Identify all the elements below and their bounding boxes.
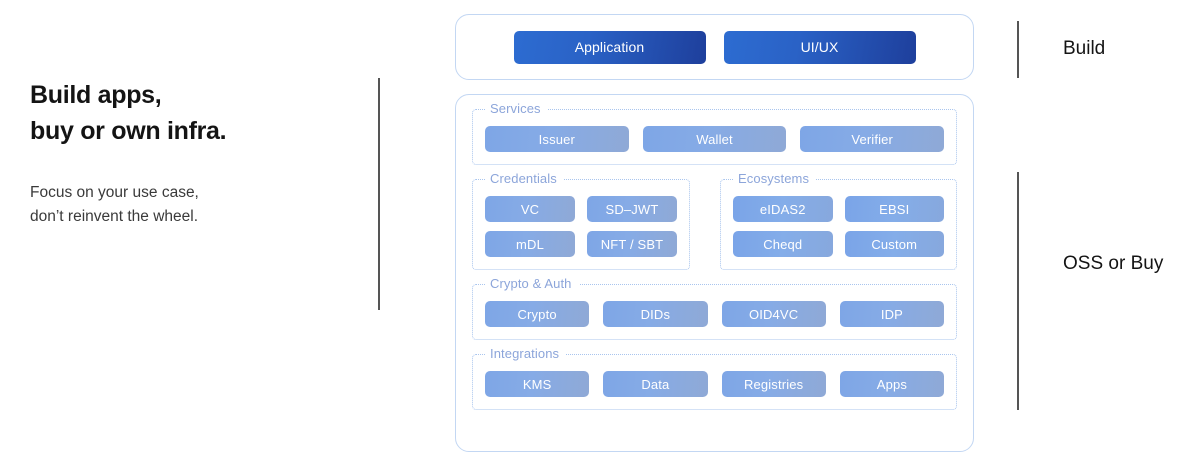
crypto-auth-item-crypto[interactable]: Crypto — [485, 301, 590, 327]
group-label-integrations: Integrations — [485, 346, 567, 361]
group-credentials: Credentials VC SD–JWT mDL NFT / SBT — [472, 171, 690, 270]
group-services: Services Issuer Wallet Verifier — [472, 101, 957, 165]
headline-line-2: buy or own infra. — [30, 116, 227, 145]
build-layer-card: Application UI/UX — [455, 14, 974, 80]
credential-item-nft-sbt[interactable]: NFT / SBT — [587, 231, 677, 257]
headline-line-1: Build apps, — [30, 81, 162, 109]
ecosystems-pill-grid: eIDAS2 EBSI Cheqd Custom — [733, 196, 944, 257]
integration-item-registries[interactable]: Registries — [721, 371, 826, 397]
left-divider-rule — [378, 78, 380, 310]
crypto-auth-item-oid4vc[interactable]: OID4VC — [721, 301, 826, 327]
subheadline-line-2: don’t reinvent the wheel. — [30, 208, 199, 226]
services-pill-row: Issuer Wallet Verifier — [485, 126, 945, 152]
credential-item-sd-jwt[interactable]: SD–JWT — [587, 196, 677, 222]
service-item-verifier[interactable]: Verifier — [800, 126, 945, 152]
credential-item-mdl[interactable]: mDL — [485, 231, 575, 257]
side-label-build: Build — [1063, 38, 1106, 59]
build-item-application[interactable]: Application — [513, 30, 706, 64]
credentials-pill-grid: VC SD–JWT mDL NFT / SBT — [485, 196, 677, 257]
subheadline-line-1: Focus on your use case, — [30, 184, 199, 201]
side-label-oss-or-buy: OSS or Buy — [1063, 253, 1164, 274]
crypto-auth-pill-row: Crypto DIDs OID4VC IDP — [485, 301, 944, 327]
build-divider-rule — [1017, 21, 1019, 78]
middle-band: Credentials VC SD–JWT mDL NFT / SBT Ecos… — [472, 171, 957, 270]
group-integrations: Integrations KMS Data Registries Apps — [472, 346, 957, 410]
left-copy-block: Build apps, buy or own infra. Focus on y… — [30, 78, 360, 229]
service-item-issuer[interactable]: Issuer — [485, 126, 629, 152]
group-label-credentials: Credentials — [485, 171, 564, 186]
group-label-ecosystems: Ecosystems — [733, 171, 817, 186]
stack-layer-card: Services Issuer Wallet Verifier Credenti… — [455, 94, 974, 452]
integrations-pill-row: KMS Data Registries Apps — [485, 371, 944, 397]
build-item-ui-ux[interactable]: UI/UX — [723, 30, 916, 64]
group-label-crypto-and-auth: Crypto & Auth — [485, 276, 579, 291]
crypto-auth-item-dids[interactable]: DIDs — [603, 301, 708, 327]
integration-item-data[interactable]: Data — [603, 371, 708, 397]
integration-item-kms[interactable]: KMS — [485, 371, 590, 397]
ecosystem-item-ebsi[interactable]: EBSI — [844, 196, 944, 222]
crypto-auth-item-idp[interactable]: IDP — [839, 301, 944, 327]
oss-divider-rule — [1017, 172, 1019, 410]
ecosystem-item-cheqd[interactable]: Cheqd — [733, 231, 833, 257]
page-title: Build apps, buy or own infra. — [30, 78, 360, 149]
group-label-services: Services — [485, 101, 548, 116]
group-crypto-and-auth: Crypto & Auth Crypto DIDs OID4VC IDP — [472, 276, 957, 340]
credential-item-vc[interactable]: VC — [485, 196, 575, 222]
ecosystem-item-custom[interactable]: Custom — [844, 231, 944, 257]
subheadline: Focus on your use case, don’t reinvent t… — [30, 149, 360, 229]
ecosystem-item-eidas2[interactable]: eIDAS2 — [733, 196, 833, 222]
group-ecosystems: Ecosystems eIDAS2 EBSI Cheqd Custom — [720, 171, 957, 270]
integration-item-apps[interactable]: Apps — [839, 371, 944, 397]
service-item-wallet[interactable]: Wallet — [642, 126, 787, 152]
